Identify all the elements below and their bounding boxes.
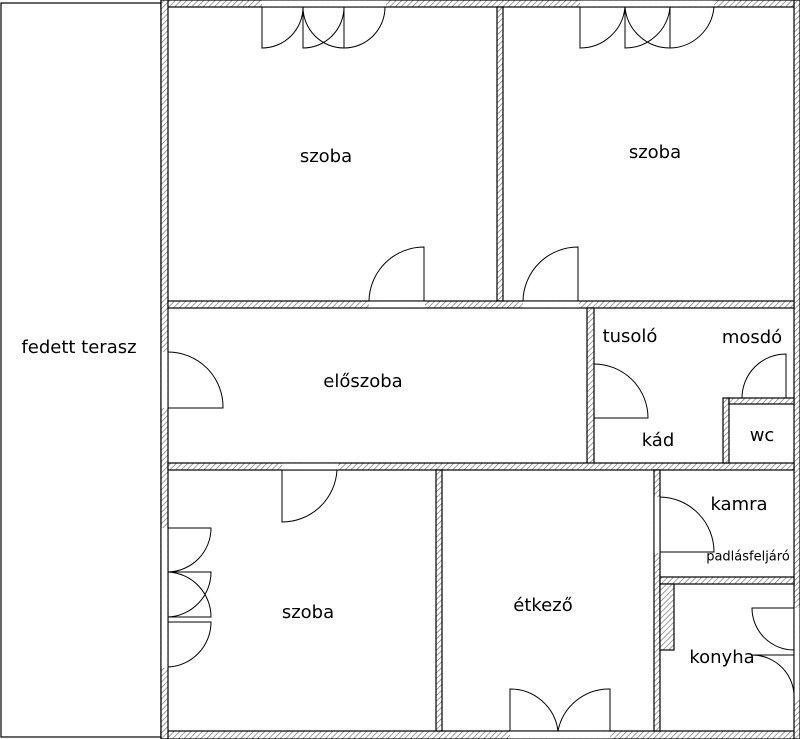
interior-walls — [167, 6, 795, 732]
door-washbasin — [741, 353, 787, 399]
door-hall-entrance — [167, 351, 224, 409]
door-top-right-room — [522, 246, 579, 302]
label-attic-access: padlásfeljáró — [706, 550, 790, 565]
outer-walls — [160, 0, 800, 739]
label-room-bottom-left: szoba — [282, 602, 334, 623]
label-bathtub: kád — [642, 430, 675, 451]
window-top-left — [261, 6, 304, 49]
door-bottom-left-room — [281, 469, 338, 523]
label-hall: előszoba — [323, 371, 402, 392]
wall-openings — [161, 0, 800, 739]
door-top-left-room — [368, 246, 425, 302]
label-room-top-right: szoba — [629, 142, 681, 163]
label-washbasin: mosdó — [722, 327, 782, 348]
door-shower — [593, 363, 649, 419]
label-dining: étkező — [513, 595, 572, 616]
label-terrace: fedett terasz — [21, 337, 136, 358]
window-kitchen — [751, 607, 795, 701]
label-pantry: kamra — [710, 494, 767, 515]
label-shower: tusoló — [603, 326, 658, 347]
window-dining — [509, 688, 559, 732]
window-bottom-left — [167, 527, 212, 573]
door-pantry — [659, 496, 715, 553]
label-kitchen: konyha — [689, 647, 754, 668]
doors-and-windows — [167, 6, 795, 732]
label-wc: wc — [750, 425, 775, 446]
label-room-top-left: szoba — [300, 146, 352, 167]
window-top-right — [579, 6, 626, 49]
terrace-area — [0, 2, 162, 738]
